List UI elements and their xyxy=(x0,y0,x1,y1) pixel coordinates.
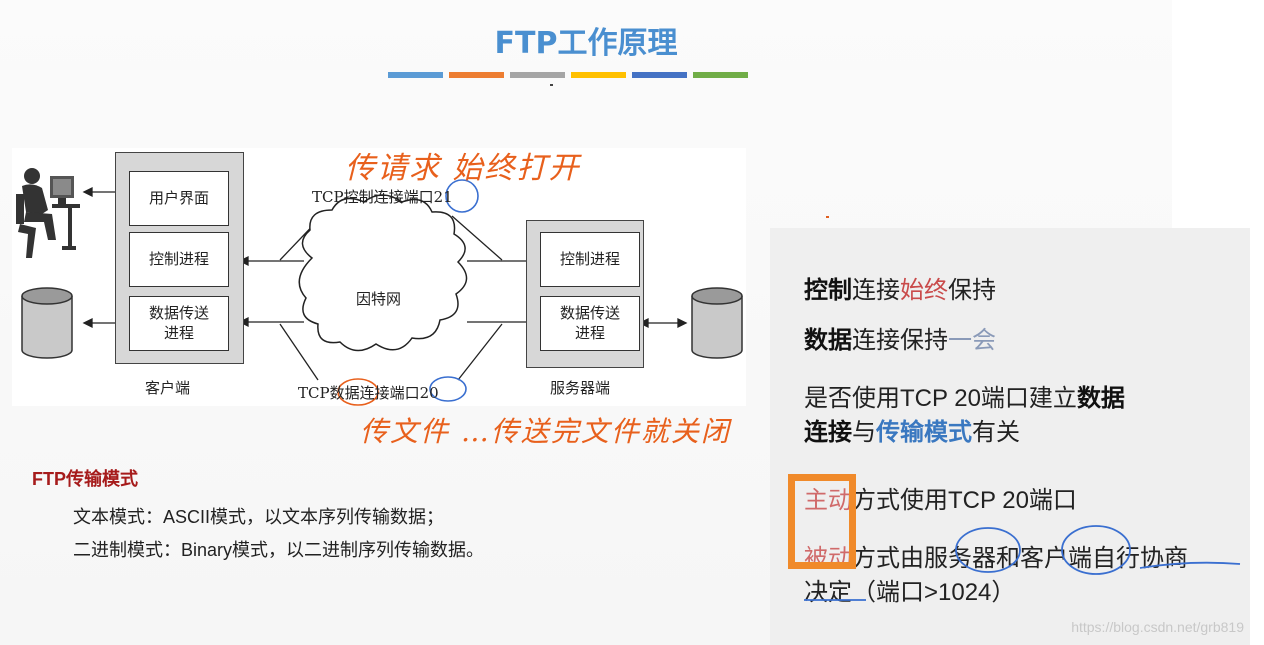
client-database-icon xyxy=(21,287,73,359)
server-database-icon xyxy=(691,287,743,359)
stray-mark xyxy=(550,84,553,86)
panel-line-port20-b: 连接与传输模式有关 xyxy=(804,412,1020,447)
highlight-rectangle xyxy=(788,474,856,569)
server-control-label: 控制进程 xyxy=(559,250,620,268)
internet-cloud-icon xyxy=(298,194,468,352)
transfer-modes-title: FTP传输模式 xyxy=(32,469,138,489)
text-highlight: 传输模式 xyxy=(876,419,972,446)
diagram-lines xyxy=(16,168,743,406)
internet-label: 因特网 xyxy=(356,290,402,308)
text: 与 xyxy=(852,419,876,446)
panel-ink-marks xyxy=(804,525,1241,601)
client-control-box: 控制进程 xyxy=(129,232,229,287)
text: 连接保持 xyxy=(852,327,948,354)
client-data-label: 数据传送 进程 xyxy=(148,304,209,342)
accent-bar xyxy=(693,72,748,78)
panel-line-passive-b: 决定（端口>1024） xyxy=(804,572,1015,607)
panel-line-data: 数据连接保持一会 xyxy=(804,320,996,355)
client-data-box: 数据传送 进程 xyxy=(129,296,229,351)
text-mode-line: 文本模式：ASCII模式，以文本序列传输数据； xyxy=(73,507,445,527)
annotation-top: 传请求 始终打开 xyxy=(345,151,581,186)
client-caption: 客户端 xyxy=(145,379,191,397)
text: 有关 xyxy=(972,419,1020,446)
text-highlight: 主动 xyxy=(804,487,852,514)
user-at-computer-icon xyxy=(16,168,80,258)
server-caption: 服务器端 xyxy=(550,379,611,397)
binary-mode-line: 二进制模式：Binary模式，以二进制序列传输数据。 xyxy=(73,540,485,560)
server-data-label: 数据传送 进程 xyxy=(559,304,620,342)
notes-panel: 控制连接始终保持 数据连接保持一会 是否使用TCP 20端口建立数据 连接与传输… xyxy=(770,228,1250,645)
text-bold: 数据 xyxy=(804,327,852,354)
panel-line-control: 控制连接始终保持 xyxy=(804,270,996,305)
annotation-bottom: 传文件 …传送完文件就关闭 xyxy=(360,415,731,448)
panel-line-active: 主动方式使用TCP 20端口 xyxy=(804,480,1077,515)
text-bold: 控制 xyxy=(804,277,852,304)
client-ui-box: 用户界面 xyxy=(129,171,229,226)
accent-bar xyxy=(388,72,443,78)
text: 是否使用TCP 20端口建立 xyxy=(804,385,1077,412)
client-control-label: 控制进程 xyxy=(148,250,209,268)
accent-bar xyxy=(510,72,565,78)
text: 连接 xyxy=(852,277,900,304)
control-connection-label: TCP控制连接端口21 xyxy=(312,188,453,206)
text-bold: 数据 xyxy=(1076,385,1125,412)
data-connection-label: TCP数据连接端口20 xyxy=(298,384,439,402)
text-highlight: 一会 xyxy=(948,327,996,354)
text-bold: 连接 xyxy=(804,419,852,446)
stray-mark xyxy=(826,216,829,218)
slide-title: FTP工作原理 xyxy=(494,26,678,61)
server-control-box: 控制进程 xyxy=(540,232,640,287)
accent-bar xyxy=(632,72,687,78)
server-data-box: 数据传送 进程 xyxy=(540,296,640,351)
accent-color-bars xyxy=(388,72,748,78)
text: 方式使用TCP 20端口 xyxy=(852,487,1077,514)
panel-line-port20-a: 是否使用TCP 20端口建立数据 xyxy=(804,378,1125,413)
accent-bar xyxy=(571,72,626,78)
accent-bar xyxy=(449,72,504,78)
client-ui-label: 用户界面 xyxy=(148,189,209,207)
text-highlight: 始终 xyxy=(900,277,948,304)
ftp-diagram: 用户界面 控制进程 数据传送 进程 客户端 控制进程 数据传送 进程 服务器端 … xyxy=(12,148,746,406)
watermark: https://blog.csdn.net/grb819 xyxy=(1071,619,1244,635)
text: 决定（端口>1024） xyxy=(804,579,1016,606)
text: 保持 xyxy=(948,277,996,304)
